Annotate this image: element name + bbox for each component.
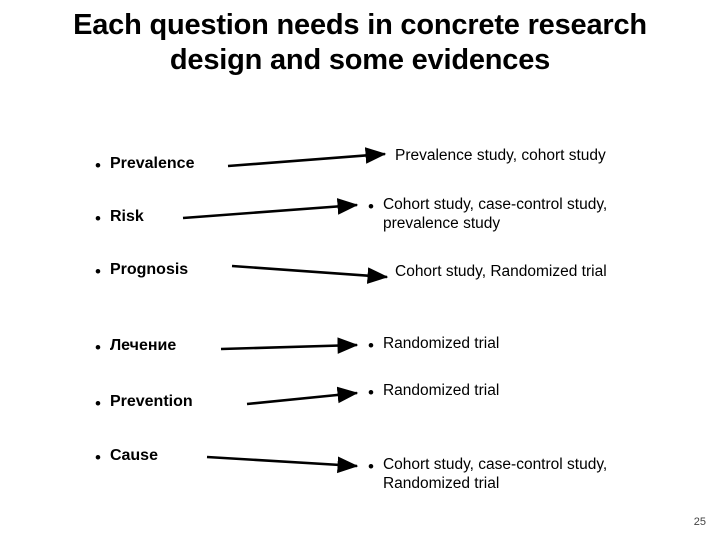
bullet-icon: • — [368, 457, 374, 476]
list-item-question-1: • Prevalence — [95, 155, 195, 175]
page-title: Each question needs in concrete research… — [73, 9, 647, 77]
bullet-icon: • — [368, 336, 374, 355]
bullet-icon: • — [95, 262, 101, 281]
list-item-answer-4: • Randomized trial — [368, 335, 668, 354]
answer-text: Cohort study, case-control study, preval… — [382, 196, 608, 232]
bullet-icon: • — [368, 197, 374, 216]
arrow-risk — [182, 198, 359, 220]
list-item-question-3: • Prognosis — [95, 261, 189, 281]
bullet-icon: • — [95, 448, 101, 467]
answer-text: Prevalence study, cohort study — [395, 147, 606, 164]
answer-text: Cohort study, case-control study, Random… — [382, 456, 608, 492]
question-label: Prevention — [109, 393, 193, 410]
arrow-lechenie — [220, 337, 359, 354]
list-item-question-2: • Risk — [95, 208, 144, 228]
answer-text: Randomized trial — [382, 335, 500, 352]
list-item-answer-6: • Cohort study, case-control study, Rand… — [368, 456, 668, 494]
bullet-icon: • — [95, 338, 101, 357]
question-label: Prognosis — [109, 261, 189, 278]
bullet-icon: • — [368, 383, 374, 402]
question-label: Risk — [109, 208, 144, 225]
page-number: 25 — [693, 516, 706, 528]
question-label: Prevalence — [109, 155, 195, 172]
list-item-answer-2: • Cohort study, case-control study, prev… — [368, 196, 668, 234]
arrow-prevalence — [227, 147, 387, 168]
question-label: Cause — [109, 447, 158, 464]
list-item-question-6: • Cause — [95, 447, 158, 467]
list-item-question-4: • Лечение — [95, 337, 177, 357]
list-item-answer-3: Cohort study, Randomized trial — [395, 263, 705, 282]
arrow-prognosis — [231, 264, 389, 284]
list-item-answer-1: Prevalence study, cohort study — [395, 147, 705, 166]
bullet-icon: • — [95, 209, 101, 228]
question-label: Лечение — [109, 337, 177, 354]
bullet-icon: • — [95, 394, 101, 413]
answer-text: Cohort study, Randomized trial — [395, 263, 607, 280]
list-item-question-5: • Prevention — [95, 393, 193, 413]
answer-text: Randomized trial — [382, 382, 500, 399]
arrow-cause — [206, 455, 359, 474]
list-item-answer-5: • Randomized trial — [368, 382, 668, 401]
arrow-prevention — [246, 386, 359, 406]
bullet-icon: • — [95, 156, 101, 175]
